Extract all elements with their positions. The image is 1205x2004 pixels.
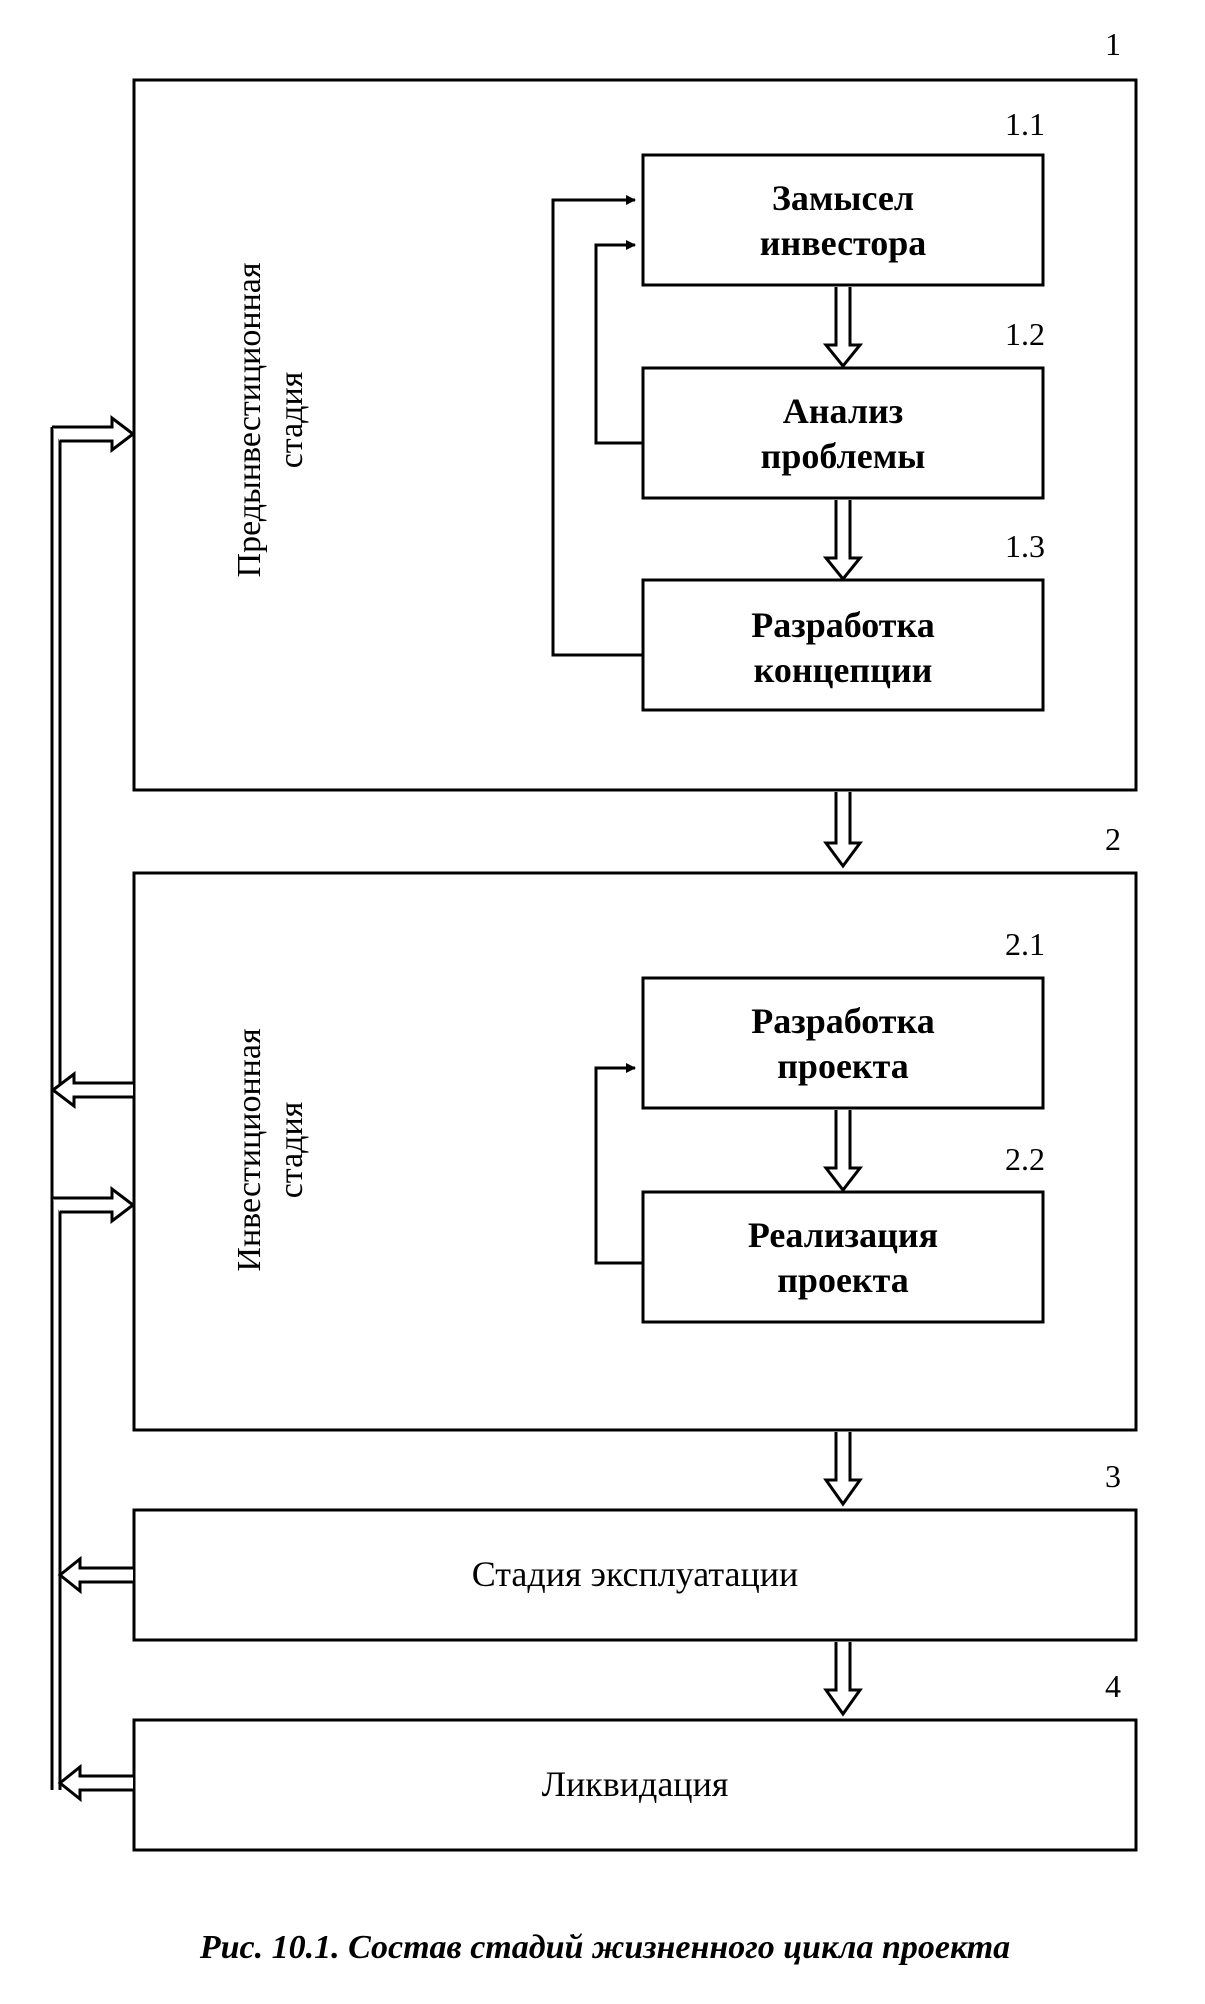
substep-2-2-number: 2.2 xyxy=(1005,1141,1045,1177)
stage-3-number: 3 xyxy=(1105,1458,1121,1494)
stage-2-title-line2: стадия xyxy=(273,1101,310,1198)
substep-1-3-line1: Разработка xyxy=(751,605,934,645)
feedback-arrow-1-3-to-1-1 xyxy=(551,195,643,657)
substep-1-1-number: 1.1 xyxy=(1005,106,1045,142)
double-arrow-into-stage-1 xyxy=(52,414,136,454)
stage-3-box xyxy=(132,1508,1138,1642)
substep-2-2-line2: проекта xyxy=(777,1260,909,1300)
substep-1-2-line1: Анализ xyxy=(783,391,903,431)
double-arrow-out-of-stage-3 xyxy=(57,1555,133,1595)
substep-1-1-line1: Замысел xyxy=(772,178,914,218)
substep-1-1-box xyxy=(641,153,1045,287)
feedback-arrow-2-2-to-2-1 xyxy=(594,1063,643,1265)
substep-2-1-number: 2.1 xyxy=(1005,926,1045,962)
stage-4-title: Ликвидация xyxy=(542,1764,729,1804)
substep-2-1-box xyxy=(641,976,1045,1110)
stage-4-number: 4 xyxy=(1105,1668,1121,1704)
substep-1-2-box xyxy=(641,366,1045,500)
feedback-arrow-1-2-to-1-1 xyxy=(594,240,643,445)
stage-4-box xyxy=(132,1718,1138,1852)
double-arrow-out-of-stage-2 xyxy=(50,1070,133,1110)
figure-caption: Рис. 10.1. Состав стадий жизненного цикл… xyxy=(199,1929,1010,1966)
substep-2-2-box xyxy=(641,1190,1045,1324)
substep-1-3-line2: концепции xyxy=(754,650,933,690)
stage-1-title-line2: стадия xyxy=(273,371,310,468)
substep-1-2-number: 1.2 xyxy=(1005,316,1045,352)
double-arrow-into-stage-2 xyxy=(52,1185,136,1225)
double-arrow-stage-3-to-4 xyxy=(823,1642,863,1717)
double-arrow-stage-2-to-3 xyxy=(823,1432,863,1507)
stage-2-number: 2 xyxy=(1105,821,1121,857)
left-return-line xyxy=(50,427,62,1790)
substep-2-1-line2: проекта xyxy=(777,1046,909,1086)
stage-1-title-line1: Предынвестиционная xyxy=(231,262,268,577)
substep-2-1-line1: Разработка xyxy=(751,1001,934,1041)
substep-1-1-line2: инвестора xyxy=(760,223,927,263)
substep-2-2-line1: Реализация xyxy=(748,1215,938,1255)
double-arrow-1-2-to-1-3 xyxy=(822,500,864,582)
stage-2-box xyxy=(132,871,1138,1432)
double-arrow-out-of-stage-4 xyxy=(57,1763,133,1803)
stage-2-title-line1: Инвестиционная xyxy=(231,1028,268,1272)
substep-1-2-line2: проблемы xyxy=(761,436,926,476)
substep-1-3-box xyxy=(641,578,1045,712)
double-arrow-1-1-to-1-2 xyxy=(822,287,864,369)
stage-3-title: Стадия эксплуатации xyxy=(472,1554,799,1594)
stage-1-title: Предынвестиционная стадия xyxy=(231,262,310,577)
stage-2-title: Инвестиционная стадия xyxy=(231,1028,310,1272)
stage-1-number: 1 xyxy=(1105,26,1121,62)
substep-1-3-number: 1.3 xyxy=(1005,528,1045,564)
double-arrow-2-1-to-2-2 xyxy=(822,1110,864,1193)
double-arrow-stage-1-to-2 xyxy=(823,792,863,869)
